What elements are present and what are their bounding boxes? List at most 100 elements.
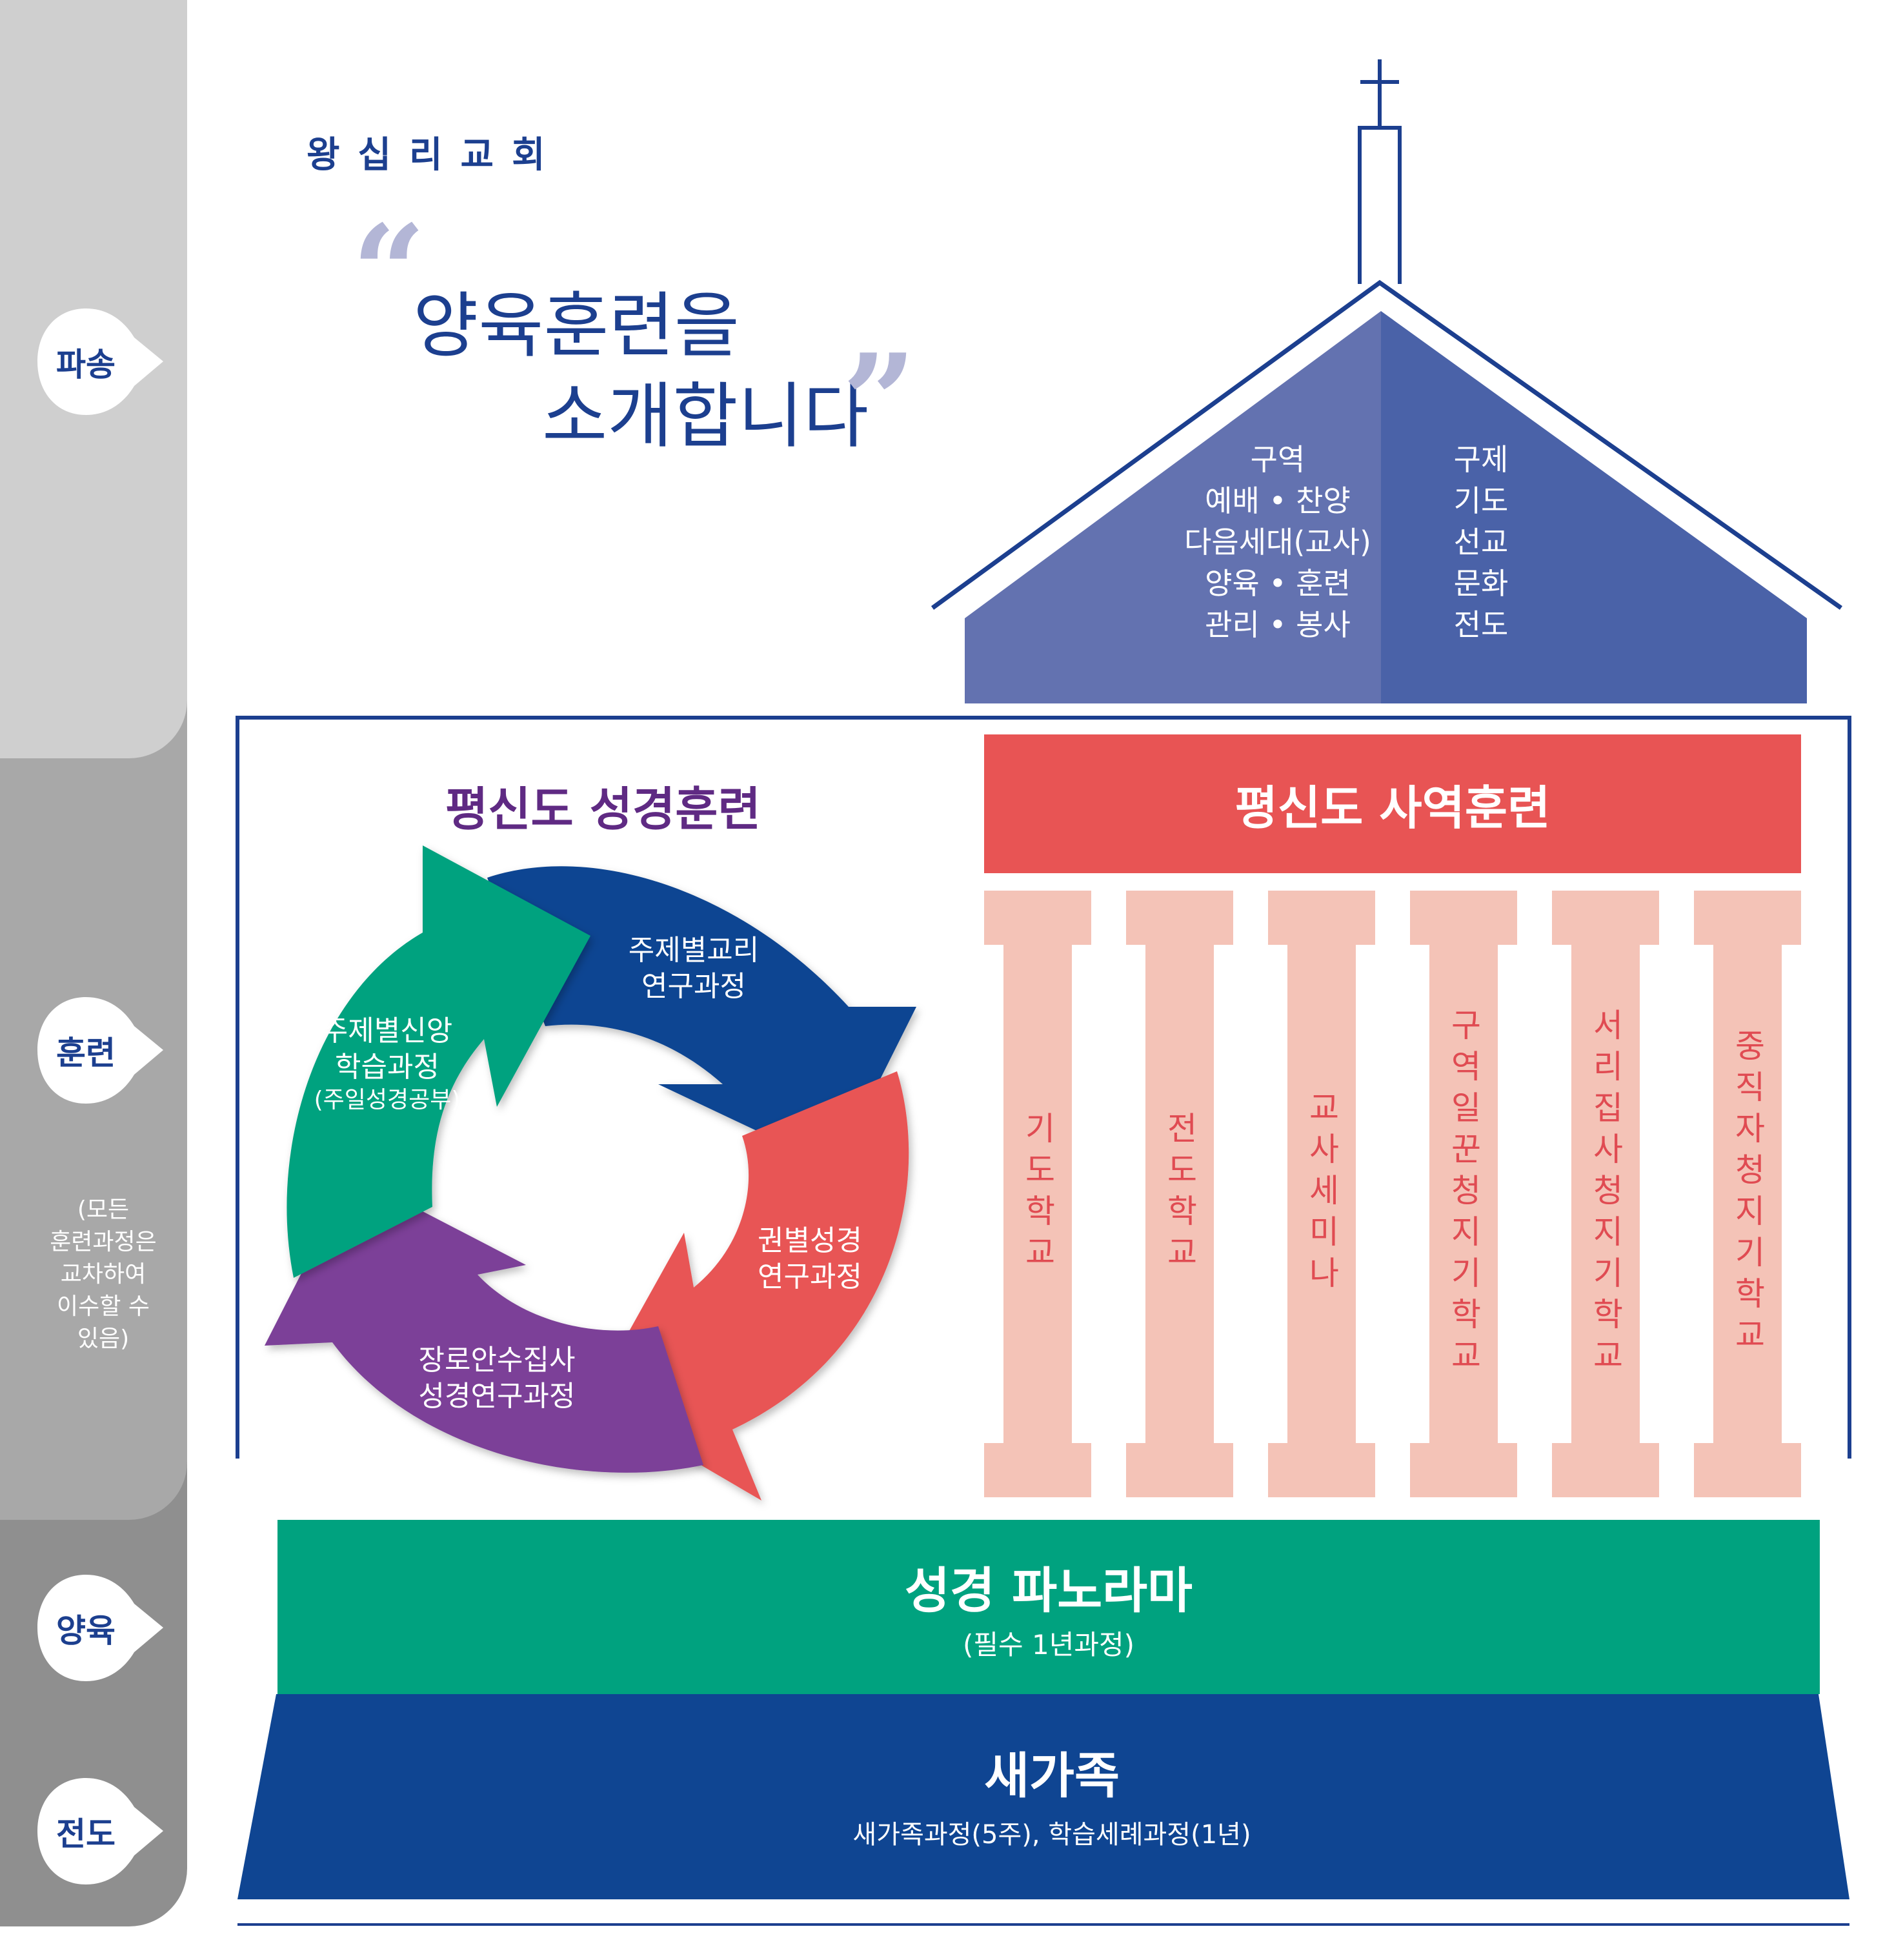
pillar-capital: [1552, 891, 1659, 945]
evangelism-title: 새가족: [984, 1747, 1120, 1804]
cycle-arrow-doctrine: [487, 866, 916, 1168]
sidebar-note-line: 있음): [77, 1326, 130, 1352]
pillar-capital: [1126, 891, 1233, 945]
pillar-label-wrap: 교사세미나: [1287, 945, 1356, 1443]
cycle-label-line: 성경연구과정: [418, 1380, 576, 1413]
pillar-shaft: [1287, 945, 1356, 1443]
stage-label-nurture: 양육: [56, 1611, 116, 1650]
pillar-label: 서리집사청지기학교: [1587, 1008, 1624, 1380]
pillar-teacher-seminar: 교사세미나: [1268, 891, 1375, 1497]
cycle-arrow-faith: [287, 845, 590, 1278]
roof-outline: [931, 279, 1843, 610]
nurture-title: 성경 파노라마: [905, 1562, 1193, 1619]
steeple-outline: [1358, 126, 1402, 284]
cycle-label-books: 권별성경 연구과정: [726, 1223, 894, 1295]
house-walls: [236, 716, 1851, 1459]
pillar-base: [984, 1443, 1091, 1497]
stage-badge-evangelism: 전도: [37, 1778, 163, 1884]
roof-left-item: 다음세대(교사): [1184, 525, 1371, 560]
stage-badge-nurture: 양육: [37, 1575, 163, 1681]
cycle-label-elders: 장로안수집사 성경연구과정: [397, 1342, 597, 1415]
pillar-base: [1126, 1443, 1233, 1497]
ministry-training-banner: 평신도 사역훈련: [984, 734, 1801, 873]
pillar-deacon-steward-school: 서리집사청지기학교: [1552, 891, 1659, 1497]
pillar-label-wrap: 중직자청지기학교: [1713, 945, 1782, 1443]
pillar-shaft: [1713, 945, 1782, 1443]
stage-label-send: 파송: [56, 345, 116, 383]
pillar-base: [1410, 1443, 1517, 1497]
cycle-label-line: 주제별교리: [628, 934, 760, 967]
pillar-capital: [1268, 891, 1375, 945]
sidebar-note: (모든 훈련과정은 교차하여 이수할 수 있음): [26, 1194, 181, 1355]
pillar-cell-steward-school: 구역일꾼청지기학교: [1410, 891, 1517, 1497]
cycle-label-line: 장로안수집사: [418, 1344, 576, 1377]
roof-right-item: 선교: [1453, 525, 1509, 560]
stage-label-train: 훈련: [56, 1034, 116, 1072]
pillar-label-wrap: 구역일꾼청지기학교: [1429, 945, 1498, 1443]
cross-icon: [1360, 59, 1399, 129]
roof-right-item: 문화: [1453, 566, 1509, 601]
pillar-officer-steward-school: 중직자청지기학교: [1694, 891, 1801, 1497]
pillar-label-wrap: 전도학교: [1145, 945, 1214, 1443]
sidebar-note-line: 이수할 수: [57, 1293, 150, 1320]
roof-right-item: 전도: [1453, 607, 1509, 642]
cycle-label-line: 주제별신앙: [321, 1015, 453, 1047]
cycle-label-doctrine: 주제별교리 연구과정: [603, 933, 784, 1005]
pillar-label: 교사세미나: [1303, 1091, 1340, 1297]
pillar-capital: [984, 891, 1091, 945]
nurture-subtitle: (필수 1년과정): [962, 1629, 1135, 1661]
roof-right-item: 기도: [1453, 483, 1509, 518]
roof-left-item: 관리 • 봉사: [1205, 607, 1351, 642]
pillar-base: [1694, 1443, 1801, 1497]
cycle-arrow-elders: [265, 1175, 703, 1473]
pillar-shaft: [1429, 945, 1498, 1443]
ground-line: [237, 1923, 1849, 1926]
pillar-label: 중직자청지기학교: [1729, 1029, 1766, 1359]
pillar-prayer-school: 기도학교: [984, 891, 1091, 1497]
pillar-base: [1268, 1443, 1375, 1497]
bible-training-title: 평신도 성경훈련: [445, 782, 761, 836]
church-name: 왕십리교회: [307, 134, 563, 176]
roof-right-panel: [1381, 311, 1807, 703]
pillar-base: [1552, 1443, 1659, 1497]
roof-left-panel: [965, 311, 1381, 703]
pillar-capital: [1410, 891, 1517, 945]
pillar-shaft: [1145, 945, 1214, 1443]
sidebar-note-line: 교차하여: [60, 1261, 146, 1288]
pillar-shaft: [1003, 945, 1072, 1443]
open-quote-mark: “: [352, 197, 427, 349]
cycle-label-line: 권별성경: [758, 1224, 862, 1257]
roof-left-list: 구역 예배 • 찬양 다음세대(교사) 양육 • 훈련 관리 • 봉사: [1181, 439, 1375, 645]
pillar-label: 전도학교: [1161, 1111, 1198, 1277]
cycle-label-line: 학습과정: [335, 1051, 439, 1084]
pillar-label-wrap: 서리집사청지기학교: [1571, 945, 1640, 1443]
cycle-label-line: 연구과정: [641, 970, 746, 1003]
roof-right-list: 구제 기도 선교 문화 전도: [1416, 439, 1546, 645]
stage-badge-send: 파송: [37, 308, 163, 415]
roof-left-item: 예배 • 찬양: [1205, 483, 1351, 518]
cycle-label-line: 연구과정: [758, 1260, 862, 1293]
pillar-capital: [1694, 891, 1801, 945]
close-quote-mark: ”: [842, 326, 917, 478]
sidebar-note-line: (모든: [77, 1197, 130, 1223]
pillar-shaft: [1571, 945, 1640, 1443]
pillar-label: 구역일꾼청지기학교: [1445, 1008, 1482, 1380]
cycle-label-faith: 주제별신앙 학습과정 (주일성경공부): [290, 1013, 484, 1115]
stage-badge-train: 훈련: [37, 997, 163, 1104]
roof-left-item: 구역: [1250, 442, 1305, 477]
roof-left-item: 양육 • 훈련: [1205, 566, 1351, 601]
cycle-label-line: (주일성경공부): [314, 1087, 461, 1113]
roof-right-item: 구제: [1453, 442, 1509, 477]
headline-line2: 소개합니다: [542, 375, 869, 458]
evangelism-subtitle: 새가족과정(5주), 학습세례과정(1년): [852, 1820, 1251, 1850]
headline-line1: 양육훈련을: [413, 285, 740, 367]
pillar-evangelism-school: 전도학교: [1126, 891, 1233, 1497]
sidebar-note-line: 훈련과정은: [50, 1229, 157, 1255]
nurture-band: 성경 파노라마 (필수 1년과정): [277, 1520, 1820, 1694]
stage-label-evangelism: 전도: [56, 1815, 116, 1853]
foundation-base: [237, 1694, 1849, 1899]
pillar-label-wrap: 기도학교: [1003, 945, 1072, 1443]
pillar-label: 기도학교: [1019, 1111, 1056, 1277]
